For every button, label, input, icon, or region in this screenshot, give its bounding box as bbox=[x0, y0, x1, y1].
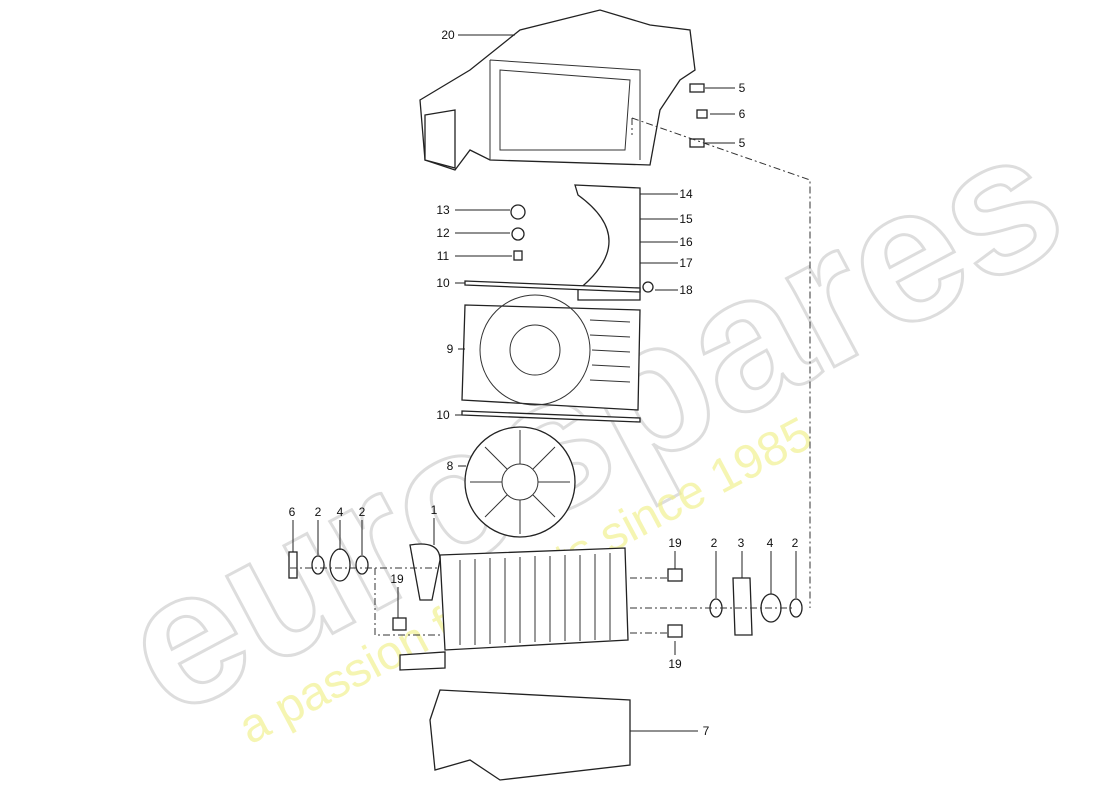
rubber-mount bbox=[510, 204, 526, 220]
callout-1: 1 bbox=[431, 503, 438, 517]
callout-20: 20 bbox=[441, 28, 455, 42]
bolts bbox=[689, 83, 708, 148]
callout-2: 2 bbox=[359, 505, 366, 519]
callout-5: 5 bbox=[739, 136, 746, 150]
callout-14: 14 bbox=[679, 187, 693, 201]
callout-11: 11 bbox=[437, 249, 450, 263]
rod-upper bbox=[464, 280, 641, 293]
callout-12: 12 bbox=[436, 226, 450, 240]
callout-19: 19 bbox=[390, 572, 404, 586]
callout-2: 2 bbox=[315, 505, 322, 519]
callout-5: 5 bbox=[739, 81, 746, 95]
callout-2: 2 bbox=[711, 536, 718, 550]
callout-labels: 20 5 6 5 13 12 11 10 14 15 16 17 18 9 10 8 6 2 4 2 1 19 19 2 3 4 2… bbox=[289, 28, 799, 738]
screw bbox=[642, 281, 654, 293]
spacer bbox=[513, 250, 523, 261]
callout-18: 18 bbox=[679, 283, 693, 297]
callout-8: 8 bbox=[447, 459, 454, 473]
callout-7: 7 bbox=[703, 724, 710, 738]
fan bbox=[464, 426, 576, 538]
callout-16: 16 bbox=[679, 235, 693, 249]
callout-19: 19 bbox=[668, 657, 682, 671]
callout-2: 2 bbox=[792, 536, 799, 550]
callout-15: 15 bbox=[679, 212, 693, 226]
callout-10: 10 bbox=[436, 408, 450, 422]
bushing bbox=[511, 227, 525, 241]
lower-air-duct bbox=[429, 689, 631, 781]
rod-lower bbox=[461, 410, 641, 423]
cover-plate bbox=[574, 184, 641, 301]
callout-4: 4 bbox=[767, 536, 774, 550]
callout-3: 3 bbox=[738, 536, 745, 550]
callout-9: 9 bbox=[447, 342, 454, 356]
callout-19: 19 bbox=[668, 536, 682, 550]
callout-6: 6 bbox=[289, 505, 296, 519]
callout-6: 6 bbox=[739, 107, 746, 121]
callout-10: 10 bbox=[436, 276, 450, 290]
air-duct-housing bbox=[419, 9, 696, 171]
assembly-lines bbox=[290, 117, 811, 636]
callout-4: 4 bbox=[337, 505, 344, 519]
fan-shroud bbox=[461, 294, 641, 411]
callout-13: 13 bbox=[436, 203, 450, 217]
radiator bbox=[399, 543, 629, 671]
callout-17: 17 bbox=[679, 256, 693, 270]
